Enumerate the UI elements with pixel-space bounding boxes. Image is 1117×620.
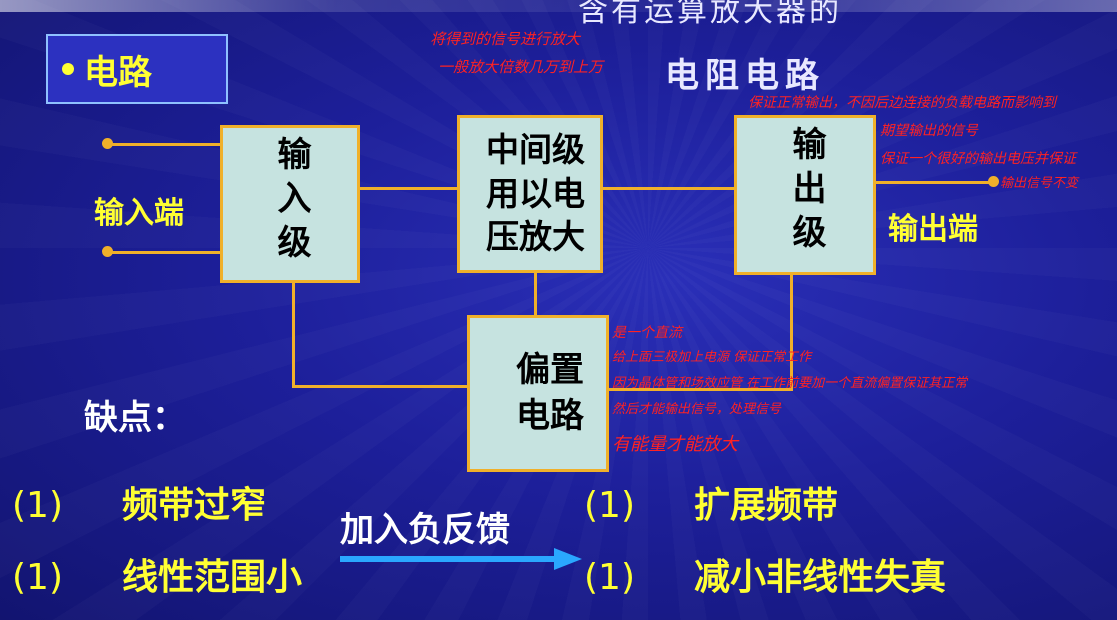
- disadvantage-item-2: (1) 线性范围小: [12, 548, 302, 600]
- note-bias-1: 是一个直流: [612, 325, 682, 341]
- note-output-3: 保证一个很好的输出电压并保证: [880, 151, 1076, 167]
- middle-stage-label: 中间级用以电压放大: [486, 130, 585, 257]
- bias-circuit-block: 偏置电路: [467, 315, 609, 472]
- arrow-label: 加入负反馈: [340, 510, 510, 550]
- note-output-2: 期望输出的信号: [880, 123, 978, 139]
- page-title: 电阻电路: [665, 56, 825, 96]
- wire-input-bias-horizontal: [292, 385, 470, 388]
- bias-circuit-label: 偏置电路: [516, 350, 584, 436]
- disadvantages-label: 缺点：: [84, 398, 186, 438]
- wire-output-bias-vertical: [790, 272, 793, 390]
- top-decoration: [0, 0, 1117, 12]
- note-middle-1: 将得到的信号进行放大: [430, 30, 581, 48]
- output-wire: [874, 181, 994, 184]
- arrow-head: [554, 548, 582, 570]
- input-wire-bottom: [108, 251, 222, 254]
- output-terminal-label: 输出端: [888, 212, 978, 247]
- disadvantage-text-1: 频带过窄: [122, 485, 267, 526]
- note-bias-5: 有能量才能放大: [612, 434, 738, 455]
- disadvantage-num-2: (1): [12, 557, 63, 598]
- disadvantage-item-1: (1) 频带过窄: [12, 476, 266, 528]
- note-middle-2: 一般放大倍数几万到上万: [438, 58, 604, 76]
- output-node: [988, 176, 999, 187]
- title-top: 含有运算放大器的: [578, 0, 842, 29]
- wire-output-bias-horizontal: [607, 388, 793, 391]
- input-stage-block: 输入级: [220, 125, 360, 283]
- section-label-text: 电路: [84, 52, 152, 93]
- improvement-num-2: (1): [584, 557, 635, 598]
- output-stage-block: 输出级: [734, 115, 876, 275]
- note-output-1: 保证正常输出，不因后边连接的负载电路而影响到: [748, 95, 1056, 111]
- note-output-4: 输出信号不变: [1000, 176, 1079, 191]
- right-arrow-icon: [340, 548, 582, 570]
- wire-input-bias-vertical: [292, 282, 295, 388]
- improvement-item-1: (1) 扩展频带: [584, 476, 838, 528]
- arrow-shaft: [340, 556, 560, 562]
- disadvantage-text-2: 线性范围小: [122, 557, 303, 598]
- input-wire-top: [108, 143, 222, 146]
- improvement-text-2: 减小非线性失真: [694, 557, 947, 598]
- middle-stage-block: 中间级用以电压放大: [457, 115, 603, 273]
- input-stage-label: 输入级: [270, 136, 311, 268]
- wire-middle-output: [600, 187, 738, 190]
- input-terminal-label: 输入端: [94, 196, 184, 231]
- improvement-item-2: (1) 减小非线性失真: [584, 548, 946, 600]
- wire-middle-bias: [534, 272, 537, 318]
- improvement-text-1: 扩展频带: [694, 485, 839, 526]
- improvement-num-1: (1): [584, 485, 635, 526]
- section-label: 电路: [46, 34, 228, 104]
- note-bias-4: 然后才能输出信号，处理信号: [612, 402, 782, 417]
- note-bias-2: 给上面三极加上电源 保证正常工作: [612, 350, 812, 365]
- input-node-top: [102, 138, 113, 149]
- disadvantage-num-1: (1): [12, 485, 63, 526]
- wire-input-middle: [358, 187, 460, 190]
- output-stage-label: 输出级: [785, 126, 826, 258]
- input-node-bottom: [102, 246, 113, 257]
- bullet-dot-icon: [62, 63, 74, 75]
- note-bias-3: 因为晶体管和场效应管 在工作前要加一个直流偏置保证其正常: [612, 376, 968, 391]
